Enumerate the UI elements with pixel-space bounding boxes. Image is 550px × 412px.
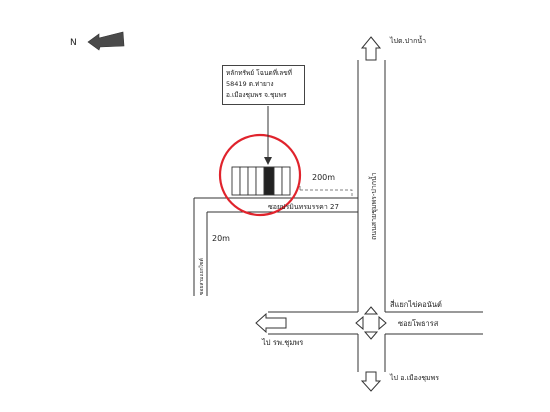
to-mueang-label: ไป อ.เมืองชุมพร [389, 373, 439, 382]
info-line-1: หลักทรัพย์ โฉนดที่เลขที่ [226, 69, 292, 77]
arrow-up-icon [360, 36, 382, 61]
intersection-icon [355, 306, 387, 340]
info-line-2: 58419 ต.ท่ายาง [226, 80, 274, 88]
north-label: N [70, 38, 77, 48]
pointer-arrow-icon [264, 157, 272, 165]
arrow-down-icon [360, 371, 382, 392]
arrow-left-icon [255, 312, 287, 334]
to-paknam-label: ไปต.ปากน้ำ [389, 34, 426, 45]
to-hospital-label: ไป รพ.ชุมพร [261, 338, 303, 347]
soi-road [193, 197, 358, 296]
north-arrow-icon [87, 31, 125, 51]
property-highlight-circle [218, 133, 302, 217]
main-road [357, 60, 386, 372]
intersection-label: สี่แยกไข่คอนันต์ [390, 299, 442, 309]
distance-20m-label: 20m [212, 234, 230, 243]
distance-200m-line [300, 189, 353, 196]
side-soi-label: ซอยสามแยกไซต์ [198, 258, 205, 295]
cross-road [268, 311, 483, 335]
main-road-label: ถนนสายชุมพร-ปากน้ำ [367, 172, 378, 240]
soi-label: ซอยปรมินทรมรรคา 27 [268, 203, 339, 211]
property-info-box: หลักทรัพย์ โฉนดที่เลขที่ 58419 ต.ท่ายาง … [222, 65, 305, 105]
property-buildings [231, 166, 291, 196]
info-line-3: อ.เมืองชุมพร จ.ชุมพร [226, 91, 287, 99]
distance-200m-label: 200m [312, 173, 335, 182]
soi-phothras-label: ซอยโพธารส [398, 319, 439, 328]
